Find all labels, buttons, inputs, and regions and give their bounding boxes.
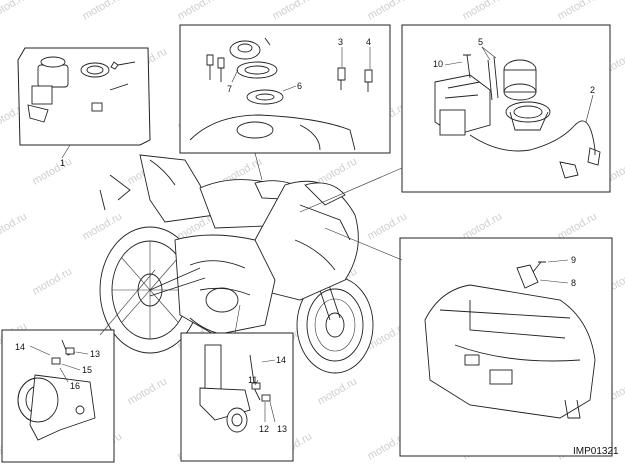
motorcycle-illustration	[99, 154, 374, 374]
panel-steering-lock	[401, 24, 611, 193]
callout-4: 4	[366, 37, 371, 47]
watermark-text: motod.ru	[461, 0, 505, 23]
callout-6: 6	[297, 81, 302, 91]
watermark-text: motod.ru	[271, 0, 315, 23]
watermark-text: motod.ru	[31, 155, 75, 187]
watermark-text: motod.ru	[31, 265, 75, 297]
callout-7: 7	[227, 84, 232, 94]
watermark-text: motod.ru	[176, 0, 220, 23]
callout-14: 14	[15, 342, 25, 352]
panel-fairing-bracket	[399, 237, 613, 457]
watermark-text: motod.ru	[316, 375, 360, 407]
panel-ignition-keys	[17, 47, 151, 159]
callout-15: 15	[82, 365, 92, 375]
callout-11: 11	[248, 375, 257, 385]
callout-3: 3	[338, 37, 343, 47]
callout-14-fork: 14	[276, 355, 286, 365]
watermark-text: motod.ru	[0, 0, 29, 23]
watermark-text: motod.ru	[556, 0, 600, 23]
diagram-code: IMP01321	[573, 446, 619, 457]
watermark-text: motod.ru	[0, 210, 29, 242]
callout-9: 9	[571, 255, 576, 265]
leader-lines	[99, 152, 403, 336]
watermark-text: motod.ru	[81, 210, 125, 242]
panel-rear-bracket	[1, 329, 115, 463]
callout-12: 12	[259, 424, 269, 434]
callout-2: 2	[590, 85, 595, 95]
watermark-text: motod.ru	[81, 0, 125, 23]
watermark-text: motod.ru	[126, 375, 170, 407]
callout-labels: 1 3 4 7 6 5 10 2 9 8 14 13 15 16 14 11 1…	[15, 37, 619, 457]
callout-13-fork: 13	[277, 424, 287, 434]
callout-1: 1	[60, 158, 65, 168]
panel-fork-sensor	[180, 332, 294, 462]
callout-10: 10	[433, 59, 443, 69]
callout-8: 8	[571, 278, 576, 288]
callout-13: 13	[90, 349, 100, 359]
watermark-text: motod.ru	[366, 0, 410, 23]
panel-fuel-tank-keys	[179, 24, 391, 154]
callout-5: 5	[478, 37, 483, 47]
callout-16: 16	[70, 381, 80, 391]
